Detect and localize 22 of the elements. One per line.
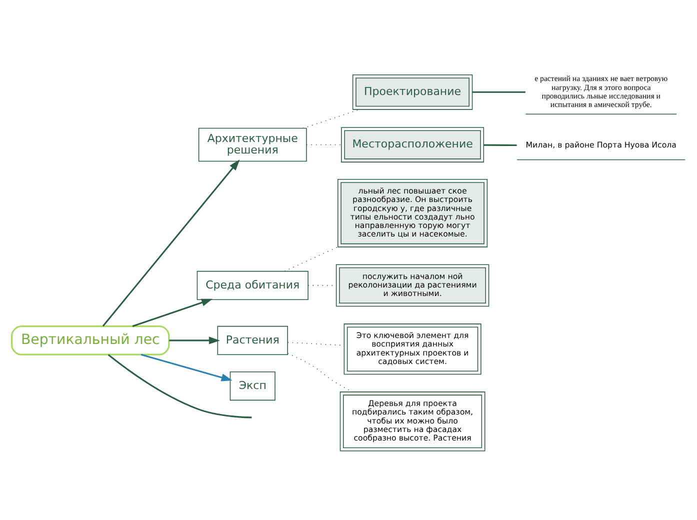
node-box: Месторасположение: [341, 126, 484, 162]
node-box: Растения: [217, 325, 288, 354]
node-box: льный лес повышает ское разнообразие. Он выстроить городскую у, где различные типы ельности создадут льно направленную торую могут заселить цы и насекомые.: [338, 178, 488, 247]
arrow: [169, 336, 220, 344]
connector: [284, 246, 338, 272]
arrow: [102, 159, 240, 326]
connector: [472, 90, 526, 92]
connector: [484, 144, 517, 146]
connector: [108, 354, 252, 418]
node-text: е растений на зданиях не вает ветровую нагрузку. Для я этого вопроса проводились льные исследования и испытания в амической трубе.: [534, 74, 668, 109]
node-box: Деревья для проекта подбирались таким образом, чтобы их можно было разместить на фасадах сообразно высоте. Растения: [340, 391, 486, 451]
arrow: [140, 353, 232, 381]
node-box: послужить началом ной реколонизации да растениями и животными.: [336, 264, 490, 306]
connector: [302, 108, 360, 128]
node-box: Эксп: [230, 371, 276, 400]
node-text: Милан, в районе Порта Нуова Исола: [526, 140, 676, 150]
node-box: Среда обитания: [196, 270, 308, 300]
node-box: Проектирование: [352, 74, 473, 110]
node-box: Вертикальный лес: [11, 325, 170, 355]
node-box: Архитектурные решения: [198, 127, 307, 162]
node-box: Это ключевой элемент для восприятия данных архитектурных проектов и садовых систем.: [344, 323, 482, 374]
arrow: [132, 298, 213, 327]
